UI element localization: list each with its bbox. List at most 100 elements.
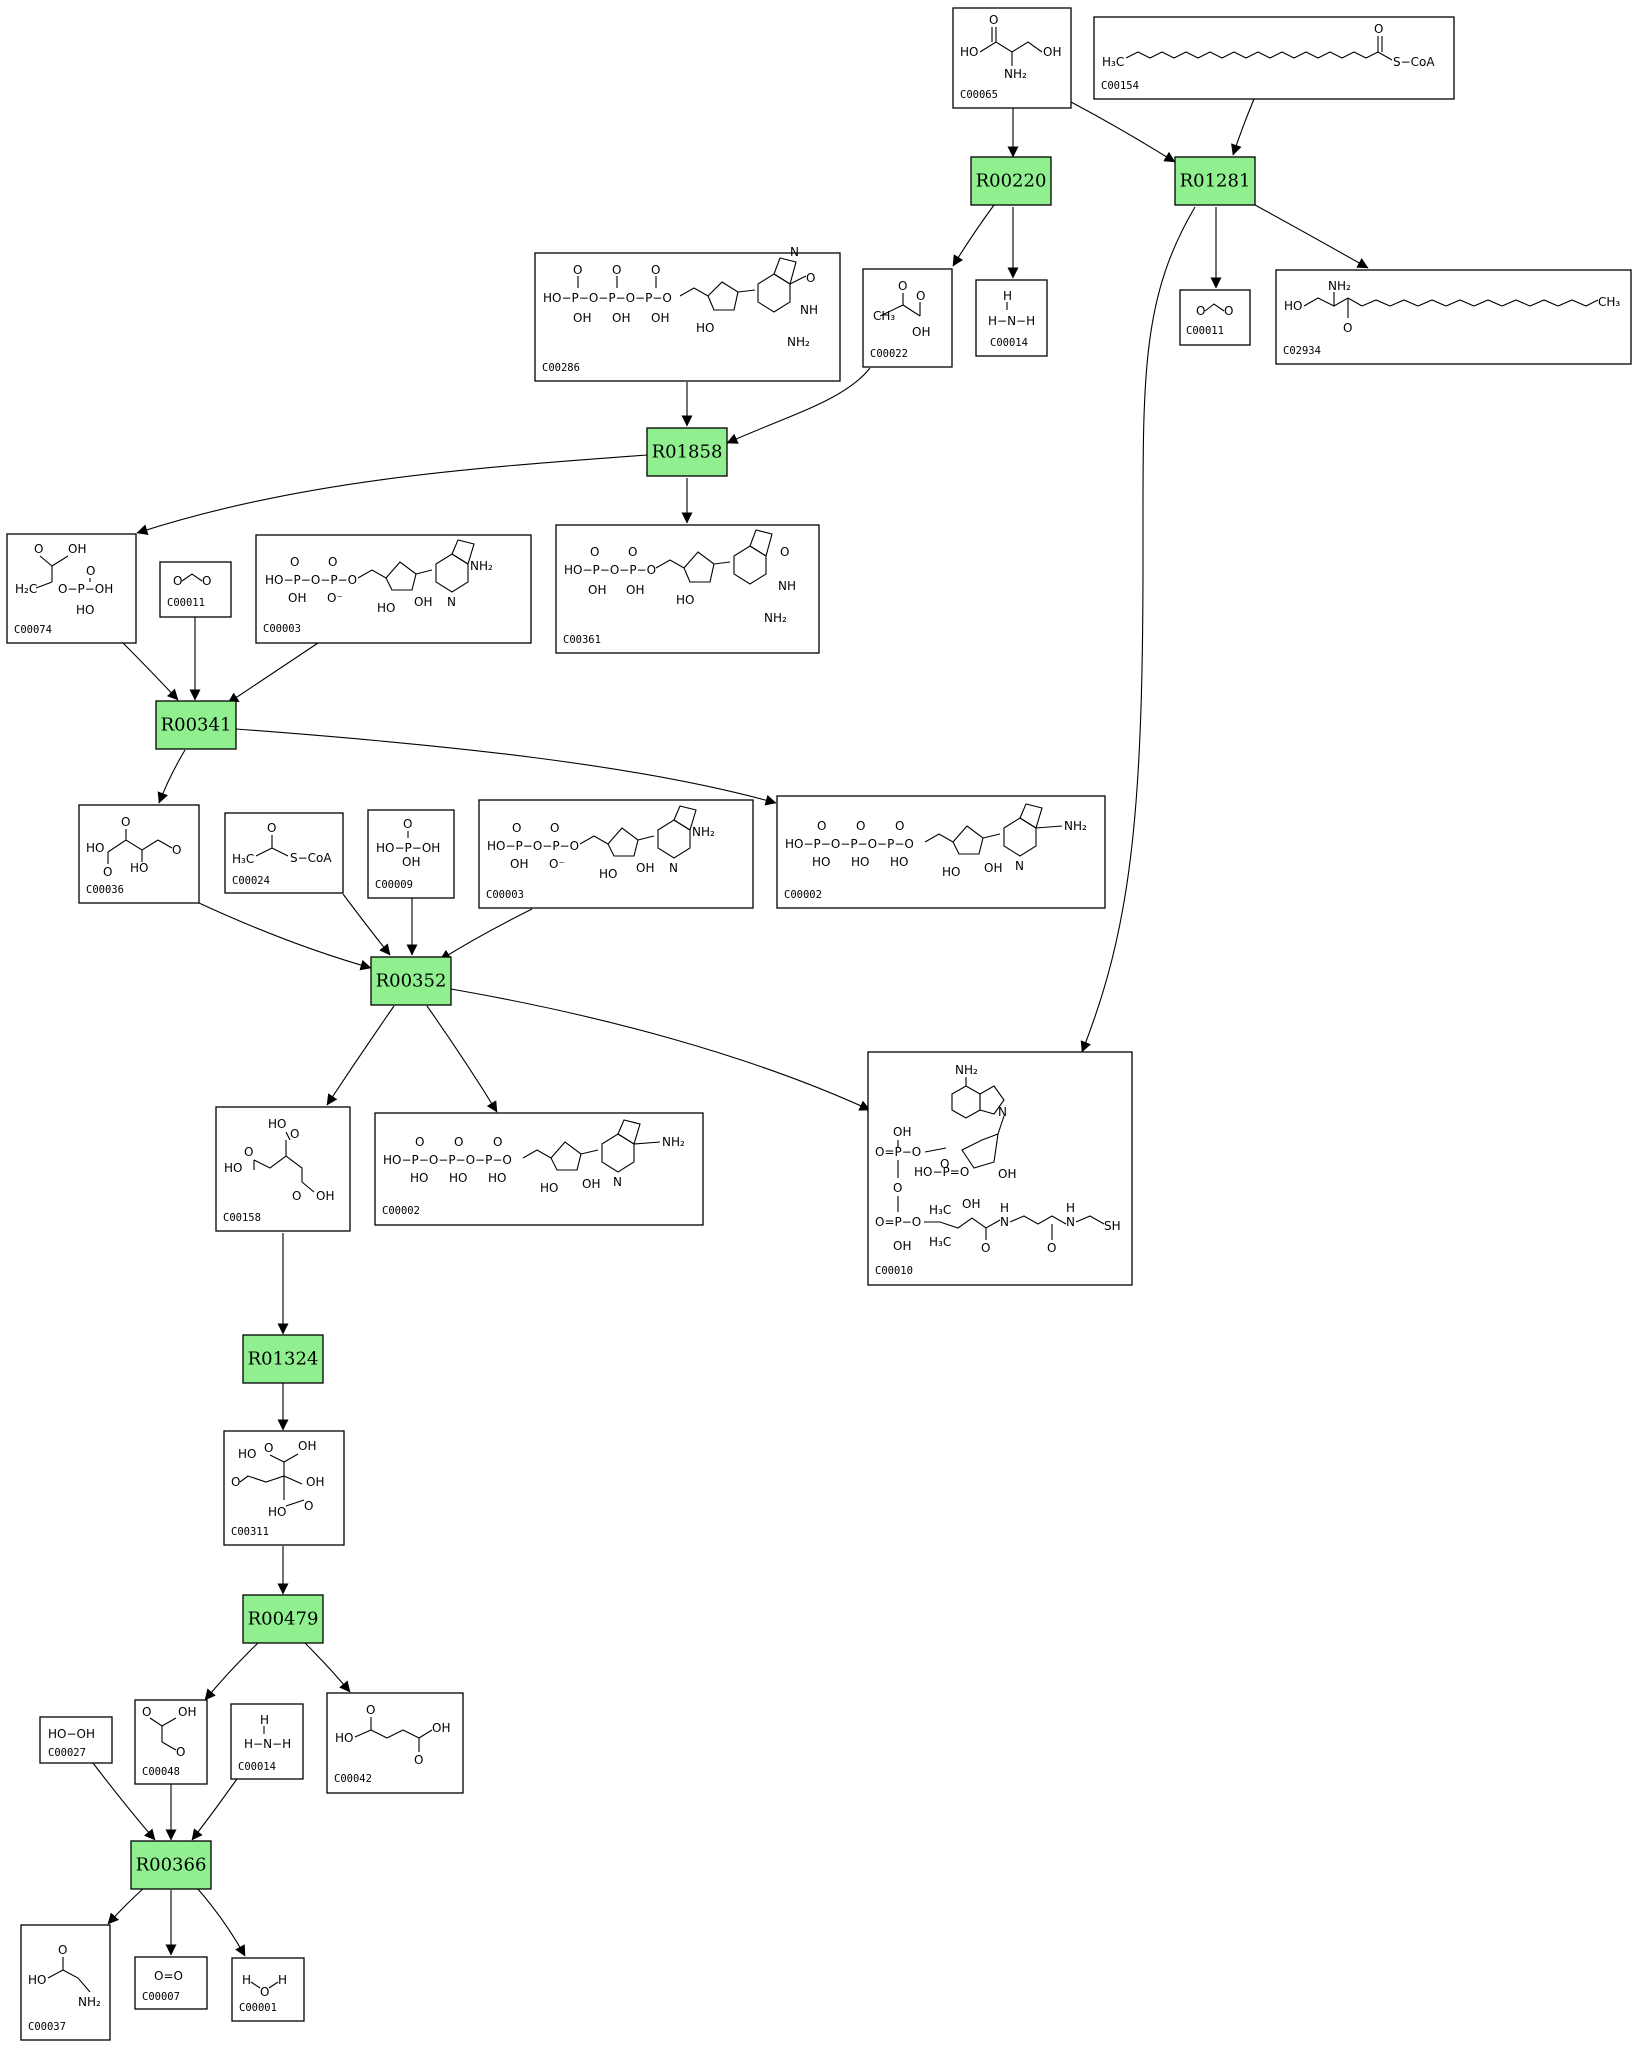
svg-text:O: O	[573, 263, 582, 277]
compound-node-c00027[interactable]: HO−OH C00027	[39, 1716, 113, 1764]
svg-text:O: O	[893, 1181, 902, 1195]
compound-node-c00042[interactable]: O HO OH O C00042	[326, 1692, 464, 1794]
compound-node-c00154[interactable]: H₃C O S−CoA C00154	[1093, 16, 1455, 100]
edge-c00154-r01281	[1231, 98, 1255, 156]
compounds: HO O NH₂ OH C00065 H₃C O S−CoA	[6, 7, 1632, 2041]
compound-node-c00311[interactable]: O OH HO O OH HO O C00311	[223, 1430, 345, 1546]
compound-node-c00003-top[interactable]: HO−P−O−P−O O O OH O⁻ HO OH NH₂ N C00003	[255, 534, 532, 644]
svg-text:NH₂: NH₂	[470, 559, 493, 573]
svg-text:HO: HO	[890, 855, 908, 869]
compound-node-c00037[interactable]: O HO NH₂ C00037	[20, 1924, 111, 2041]
compound-node-c00010[interactable]: NH₂ N OH OH O=P−O O HO−P=O O O=P−O OH H	[867, 1051, 1133, 1286]
compound-node-c00022[interactable]: O O CH₃ OH C00022	[862, 268, 953, 368]
svg-text:OH: OH	[912, 325, 930, 339]
svg-text:O: O	[267, 821, 276, 835]
compound-node-c00014-bottom[interactable]: H H−N−H C00014	[230, 1703, 304, 1780]
reaction-node-r00220[interactable]: R00220	[970, 156, 1052, 206]
compound-node-c00024[interactable]: O H₃C S−CoA C00024	[224, 812, 344, 894]
reaction-node-r01281[interactable]: R01281	[1174, 156, 1256, 206]
compound-node-c00014-top[interactable]: H H−N−H C00014	[975, 279, 1048, 357]
svg-text:O: O	[981, 1241, 990, 1255]
compound-label: C00037	[28, 2021, 66, 2033]
compound-label: C00154	[1101, 80, 1139, 92]
compound-node-c00074[interactable]: O OH H₂C O−P−OH O HO C00074	[6, 533, 137, 644]
molecule-structure: H O H	[242, 1973, 287, 1999]
svg-text:O: O	[86, 564, 95, 578]
svg-text:NH₂: NH₂	[78, 1995, 101, 2009]
svg-text:N: N	[1015, 859, 1024, 873]
svg-text:NH₂: NH₂	[1328, 279, 1351, 293]
edge-r00352-c00002b	[426, 1005, 498, 1113]
reaction-label: R00366	[136, 1855, 207, 1876]
compound-node-c00286[interactable]: HO−P−O−P−O−P−O OH OH OH O O O HO N O NH	[534, 245, 841, 382]
compound-node-c00048[interactable]: O OH O C00048	[134, 1699, 208, 1785]
compound-node-c00001[interactable]: H O H C00001	[231, 1957, 305, 2022]
svg-text:NH₂: NH₂	[662, 1135, 685, 1149]
svg-text:O: O	[415, 1135, 424, 1149]
svg-text:H−N−H: H−N−H	[244, 1737, 291, 1751]
reaction-node-r01324[interactable]: R01324	[242, 1334, 324, 1384]
compound-node-c00002-second[interactable]: HO−P−O−P−O−P−O O O O HO HO HO HO OH NH₂ …	[374, 1112, 704, 1226]
edge-r00366-c00037	[107, 1887, 145, 1925]
edge-r00479-c00042	[304, 1642, 351, 1693]
svg-text:HO: HO	[130, 861, 148, 875]
compound-node-c00002-first[interactable]: HO−P−O−P−O−P−O O O O HO HO HO HO OH NH₂ …	[776, 795, 1106, 909]
edge-r00341-c00002a	[235, 728, 777, 806]
compound-node-c00011-mid[interactable]: O O C00011	[159, 561, 232, 618]
svg-text:O: O	[806, 271, 815, 285]
svg-text:HO: HO	[268, 1117, 286, 1131]
compound-label: C00158	[223, 1212, 261, 1224]
compound-label: C00002	[784, 889, 822, 901]
compound-label: C00361	[563, 634, 601, 646]
edge-c00014b-r00366	[191, 1778, 238, 1841]
molecule-structure: NH₂ N OH OH O=P−O O HO−P=O O O=P−O OH H	[875, 1063, 1121, 1255]
svg-text:O: O	[304, 1499, 313, 1513]
reaction-node-r00366[interactable]: R00366	[130, 1840, 212, 1890]
svg-text:O: O	[292, 1189, 301, 1203]
svg-text:H₃C: H₃C	[232, 852, 254, 866]
molecule-structure: HO−P−O−P−O−P−O OH OH OH O O O HO N O NH	[543, 245, 818, 349]
compound-label: C00042	[334, 1773, 372, 1785]
svg-text:O: O	[260, 1985, 269, 1999]
svg-text:O⁻: O⁻	[549, 857, 565, 871]
svg-text:O: O	[989, 13, 998, 27]
compound-label: C00286	[542, 362, 580, 374]
svg-text:O: O	[780, 545, 789, 559]
svg-text:NH₂: NH₂	[955, 1063, 978, 1077]
edge-c00003a-r00341	[227, 642, 319, 704]
compound-node-c00009[interactable]: O HO−P−OH OH C00009	[367, 809, 455, 899]
svg-text:HO: HO	[488, 1171, 506, 1185]
compound-node-c00007[interactable]: O=O C00007	[134, 1956, 208, 2010]
svg-text:O: O	[895, 819, 904, 833]
svg-text:HO: HO	[377, 601, 395, 615]
reaction-node-r01858[interactable]: R01858	[646, 427, 728, 477]
svg-text:CH₃: CH₃	[873, 309, 895, 323]
compound-label: C00024	[232, 875, 270, 887]
compound-label: C00009	[375, 879, 413, 891]
svg-text:OH: OH	[636, 861, 654, 875]
svg-text:O: O	[856, 819, 865, 833]
svg-text:HO−P−O−P−O−P−O: HO−P−O−P−O−P−O	[543, 291, 672, 305]
molecule-structure: HO O O HO O OH	[224, 1117, 334, 1203]
compound-node-c00361[interactable]: HO−P−O−P−O O O OH OH HO O NH NH₂ C00361	[555, 524, 820, 654]
svg-text:S−CoA: S−CoA	[290, 851, 332, 865]
compound-node-c00003-second[interactable]: HO−P−O−P−O O O OH O⁻ HO OH NH₂ N C00003	[478, 799, 754, 909]
svg-text:HO: HO	[410, 1171, 428, 1185]
compound-label: C00001	[239, 2002, 277, 2014]
svg-text:H₃C: H₃C	[929, 1235, 951, 1249]
reaction-node-r00479[interactable]: R00479	[242, 1594, 324, 1644]
svg-text:HO: HO	[268, 1505, 286, 1519]
compound-node-c02934[interactable]: NH₂ HO O CH₃ C02934	[1275, 269, 1632, 365]
compound-node-c00065[interactable]: HO O NH₂ OH C00065	[952, 7, 1072, 109]
reaction-node-r00352[interactable]: R00352	[370, 956, 452, 1006]
compound-node-c00158[interactable]: HO O O HO O OH C00158	[215, 1106, 351, 1232]
svg-text:OH: OH	[510, 857, 528, 871]
compound-label: C00010	[875, 1265, 913, 1277]
reaction-node-r00341[interactable]: R00341	[155, 700, 237, 750]
svg-text:N: N	[1000, 1215, 1009, 1229]
svg-text:O: O	[142, 1705, 151, 1719]
molecule-structure: HO−P−O−P−O O O OH O⁻ HO OH NH₂ N	[265, 539, 493, 615]
svg-text:N: N	[669, 861, 678, 875]
compound-node-c00036[interactable]: O HO O HO O C00036	[78, 804, 200, 904]
compound-node-c00011-top[interactable]: O O C00011	[1179, 289, 1251, 346]
